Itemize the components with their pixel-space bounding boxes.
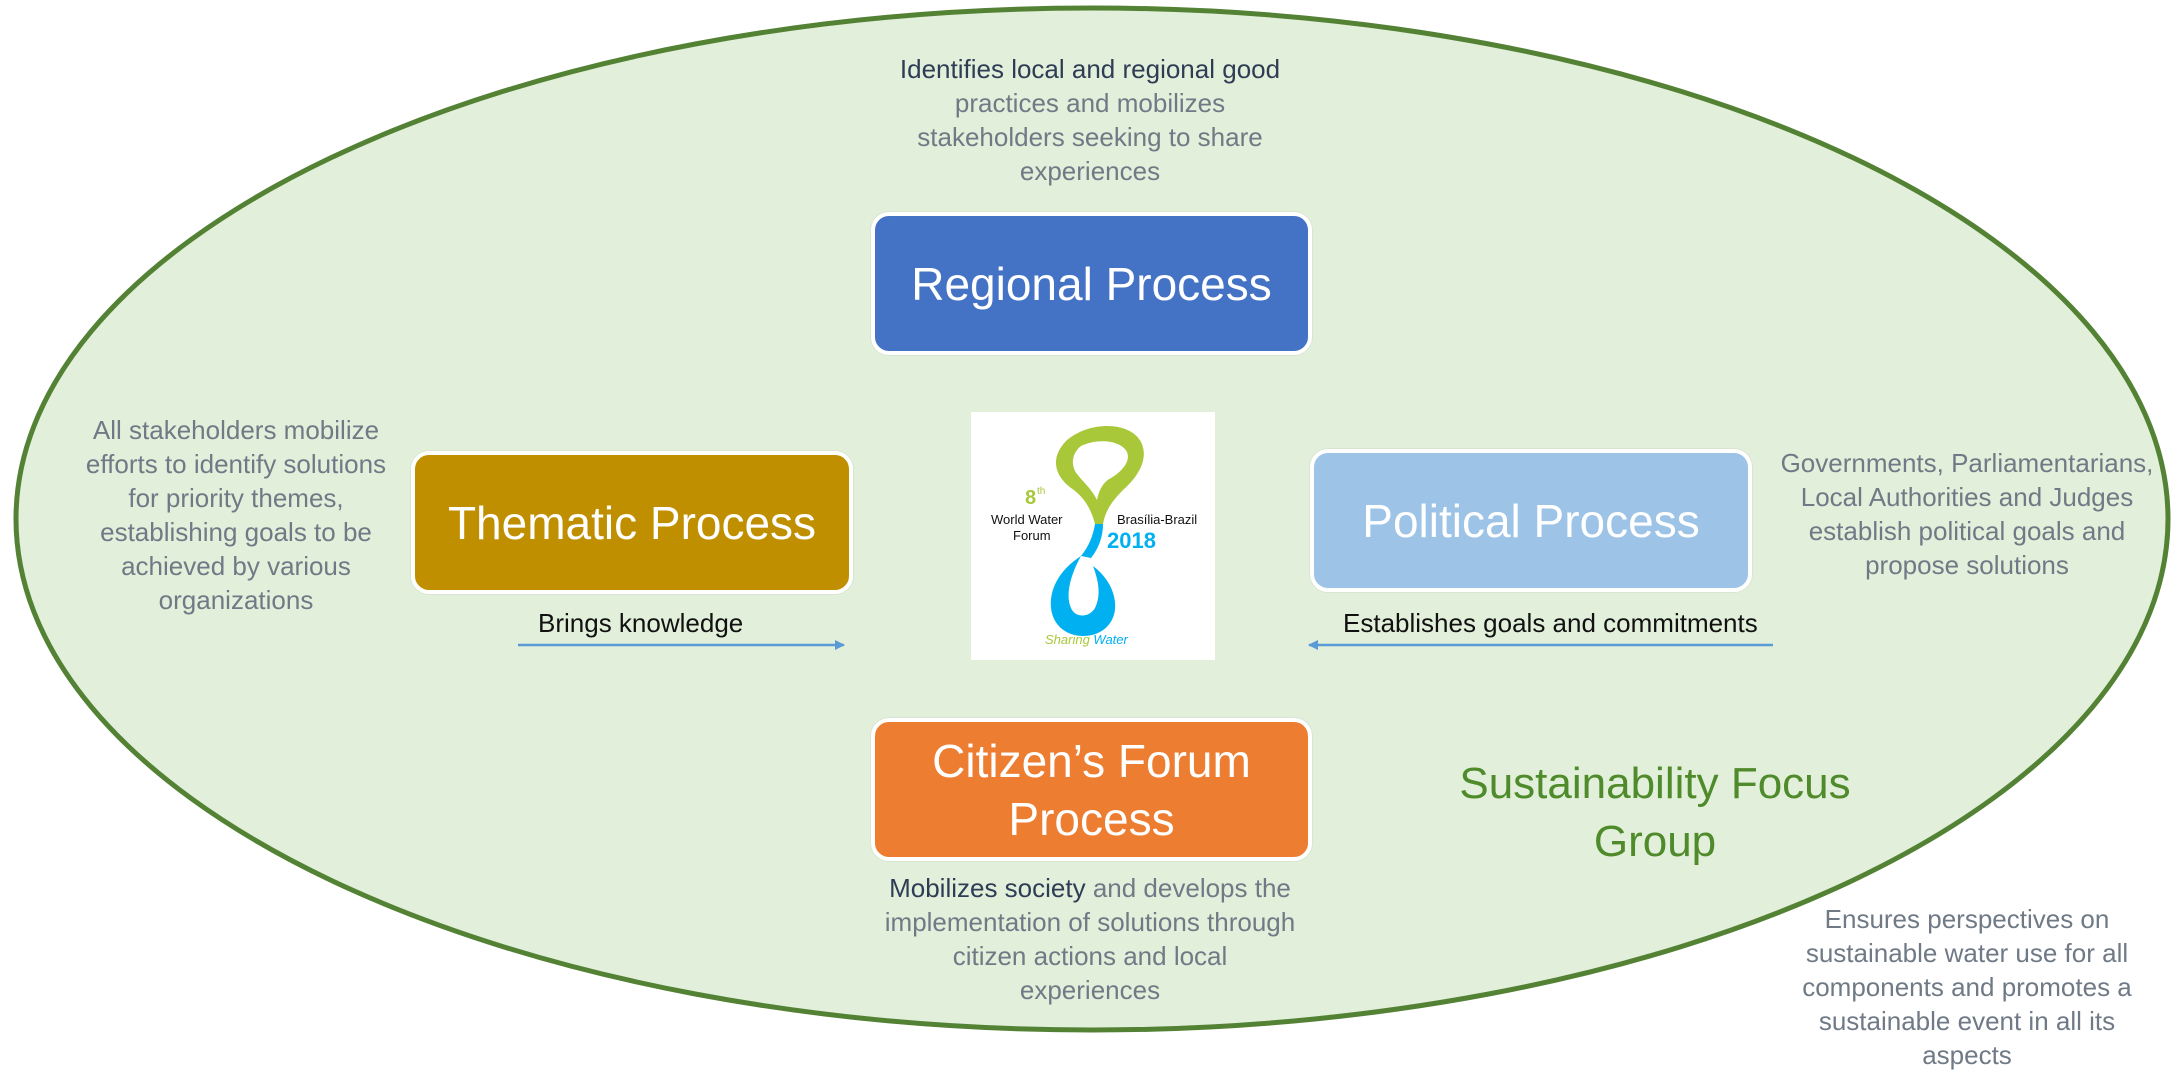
citizens-forum-description-bold: Mobilizes society <box>889 873 1086 903</box>
logo-location: Brasília-Brazil <box>1117 512 1197 527</box>
regional-description-bold: Identifies local and regional good <box>899 54 1281 84</box>
logo-forum-line2: Forum <box>1013 528 1051 543</box>
logo-edition-suffix: th <box>1037 486 1045 497</box>
logo-continent-inner <box>1072 441 1128 500</box>
logo-year: 2018 <box>1107 528 1156 553</box>
thematic-process-title: Thematic Process <box>447 496 817 549</box>
regional-process-title: Regional Process <box>911 257 1272 310</box>
logo-forum-line1: World Water <box>991 512 1063 527</box>
world-water-forum-logo: 8 th World Water Forum Brasília-Brazil 2… <box>971 412 1215 660</box>
logo-tagline-a: Sharing <box>1045 632 1093 647</box>
political-description: Governments, Parliamentarians, Local Aut… <box>1780 448 2154 580</box>
political-process-box[interactable]: Political Process <box>1310 449 1752 592</box>
political-process-title: Political Process <box>1362 494 1700 547</box>
thematic-description: All stakeholders mobilize efforts to ide… <box>85 415 387 615</box>
regional-process-box[interactable]: Regional Process <box>871 212 1312 355</box>
sustainability-description: Ensures perspectives on sustainable wate… <box>1802 904 2132 1070</box>
brings-knowledge-label: Brings knowledge <box>538 608 744 638</box>
citizens-forum-description: Mobilizes society and develops the imple… <box>880 871 1300 1007</box>
sustainability-focus-group-title: Sustainability Focus Group <box>1459 759 1851 866</box>
citizens-forum-process-box[interactable]: Citizen’s Forum Process <box>871 718 1312 861</box>
regional-description: Identifies local and regional good pract… <box>880 52 1300 188</box>
logo-water-drop <box>1050 556 1116 636</box>
establishes-goals-label: Establishes goals and commitments <box>1343 608 1758 638</box>
regional-description-rest: practices and mobilizes stakeholders see… <box>917 88 1263 186</box>
citizens-forum-description-rest: and develops the implementation of solut… <box>884 873 1296 1005</box>
thematic-process-box[interactable]: Thematic Process <box>411 451 853 594</box>
logo-edition: 8 <box>1025 487 1036 509</box>
logo-tagline-b: Water <box>1093 632 1128 647</box>
logo-tagline: Sharing Water <box>1045 632 1129 647</box>
citizens-forum-process-title: Citizen’s Forum Process <box>932 734 1251 845</box>
logo-stem <box>1081 524 1103 558</box>
logo-graphic: 8 th World Water Forum Brasília-Brazil 2… <box>991 425 1197 647</box>
